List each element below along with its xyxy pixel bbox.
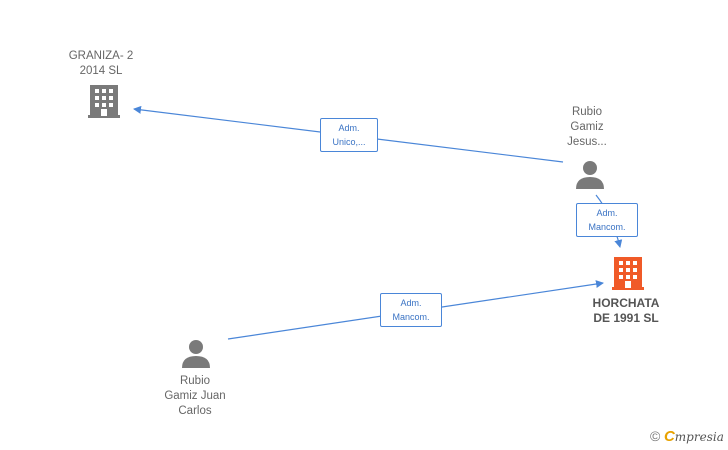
company-label-horchata[interactable]: HORCHATA DE 1991 SL <box>582 296 670 326</box>
person-name-line: Gamiz Juan <box>164 390 226 402</box>
company-name-line: 2014 SL <box>79 65 123 77</box>
edge-label-line: Unico,... <box>332 137 366 147</box>
company-name-line: HORCHATA <box>592 296 660 310</box>
person-icon[interactable] <box>576 161 604 189</box>
edge-label-adm-unico[interactable]: Adm. Unico,... <box>320 118 378 152</box>
person-name-line: Rubio <box>179 375 211 387</box>
person-name-line: Jesus... <box>567 136 607 148</box>
person-name-line: Gamiz <box>570 121 604 133</box>
edge-label-line: Adm. <box>596 208 618 218</box>
edge-label-adm-mancom-juan[interactable]: Adm. Mancom. <box>380 293 442 327</box>
person-name-line: Rubio <box>571 106 603 118</box>
person-label-rubio-juan[interactable]: Rubio Gamiz Juan Carlos <box>154 374 236 419</box>
company-label-graniza[interactable]: GRANIZA- 2 2014 SL <box>60 49 142 79</box>
company-name-line: GRANIZA- 2 <box>68 50 134 62</box>
company-name-line: DE 1991 SL <box>593 311 659 325</box>
building-icon[interactable] <box>88 85 120 118</box>
edge-label-line: Mancom. <box>588 222 626 232</box>
empresia-watermark: © Cmpresia <box>650 428 724 445</box>
brand-initial: C <box>663 428 675 445</box>
brand-name: mpresia <box>674 430 724 444</box>
edge-label-adm-mancom-jesus[interactable]: Adm. Mancom. <box>576 203 638 237</box>
edge-label-line: Adm. <box>338 123 360 133</box>
copyright-symbol: © <box>650 428 661 444</box>
person-label-rubio-jesus[interactable]: Rubio Gamiz Jesus... <box>552 105 622 150</box>
edge-label-line: Mancom. <box>392 312 430 322</box>
person-icon[interactable] <box>182 340 210 368</box>
building-icon[interactable] <box>612 257 644 290</box>
edge-label-line: Adm. <box>400 298 422 308</box>
person-name-line: Carlos <box>178 405 212 417</box>
